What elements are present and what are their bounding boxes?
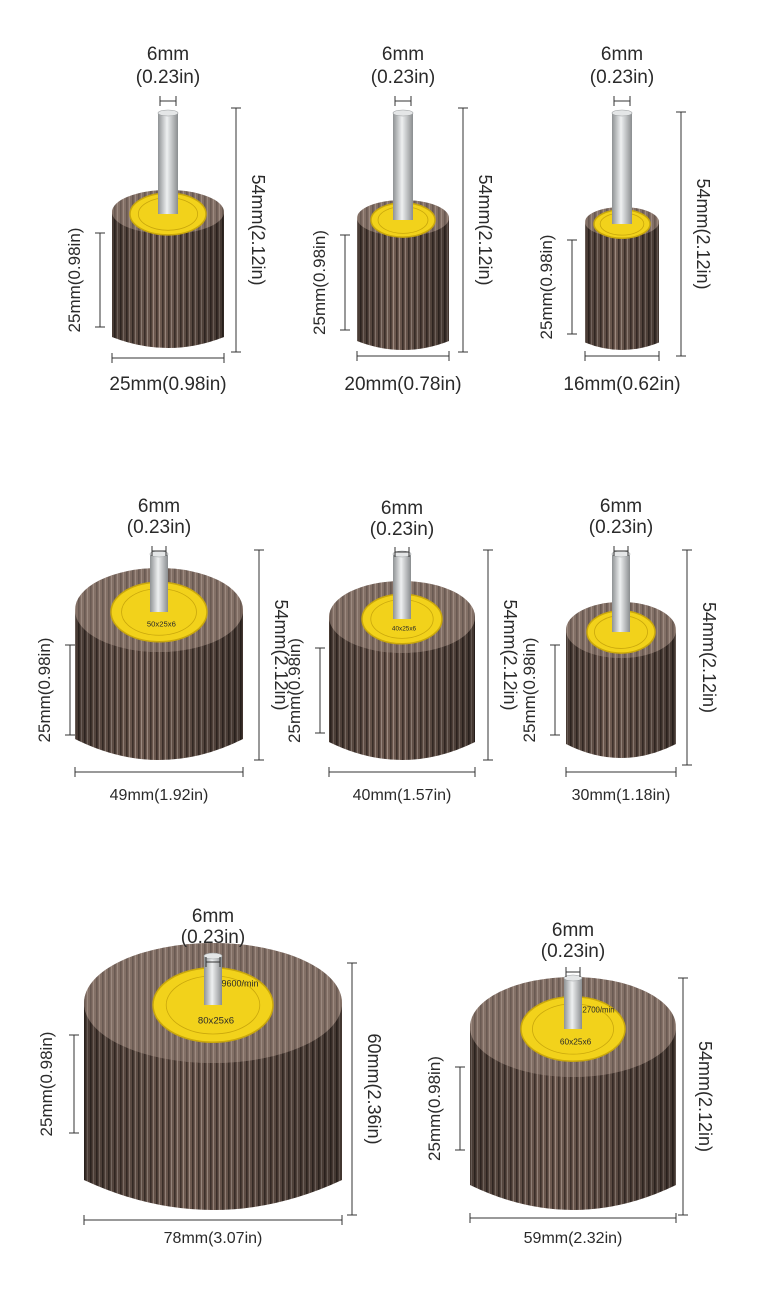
total-length-dimension [678,977,688,1216]
total-length-dimension [231,107,241,353]
shaft-diameter-mm: 6mm [600,496,642,517]
total-length-label: 54mm(2.12in) [248,174,268,285]
shaft-diameter-dimension [159,96,177,106]
steel-shaft [392,109,414,220]
wheel-diameter-dimension [328,767,476,777]
abrasive-flaps [470,977,676,1210]
total-length-label: 54mm(2.12in) [271,599,291,710]
shaft-diameter-dimension [205,957,221,967]
steel-shaft [611,109,633,224]
steel-shaft [149,550,169,612]
shaft-diameter-mm: 6mm [138,496,180,517]
total-length-label: 60mm(2.36in) [364,1033,384,1144]
steel-shaft [392,550,412,619]
flap-height-label: 25mm(0.98in) [65,228,84,333]
flap-height-dimension [550,644,560,736]
wheel-diameter-label: 49mm(1.92in) [110,787,209,804]
shaft-diameter-in: (0.23in) [371,67,435,88]
hub-speed-text: 12700/min [578,1005,614,1014]
wheel-diameter-label: 30mm(1.18in) [572,787,671,804]
shaft-diameter-mm: 6mm [552,920,594,941]
shaft-diameter-in: (0.23in) [127,517,191,538]
flap-height-label: 25mm(0.98in) [35,638,54,743]
flap-height-label: 25mm(0.98in) [285,638,304,743]
flap-height-dimension [69,1034,79,1134]
hub-size-text: 50x25x6 [147,619,176,628]
shaft-diameter-dimension [151,546,167,556]
flap-height-label: 25mm(0.98in) [310,230,329,335]
total-length-label: 54mm(2.12in) [695,1041,715,1152]
wheel-diameter-dimension [74,767,244,777]
wheel-diameter-label: 59mm(2.32in) [524,1230,623,1247]
total-length-label: 54mm(2.12in) [500,599,520,710]
total-length-label: 54mm(2.12in) [699,602,719,713]
total-length-dimension [682,549,692,766]
wheel-diameter-dimension [356,351,450,361]
hub-size-text: 80x25x6 [198,1015,234,1026]
shaft-diameter-dimension [613,96,631,106]
total-length-dimension [254,549,264,761]
total-length-dimension [347,962,357,1216]
flap-height-dimension [567,239,577,335]
flap-height-label: 25mm(0.98in) [520,638,539,743]
flap-height-dimension [95,232,105,328]
steel-shaft [611,550,631,632]
flap-wheel-3: 6mm(0.23in) 16mm(0.62in) 25mm(0.98in) 54mm(… [537,44,713,395]
wheel-diameter-label: 40mm(1.57in) [353,787,452,804]
wheel-diameter-dimension [83,1215,343,1225]
flap-height-label: 25mm(0.98in) [37,1032,56,1137]
flap-wheel-5: 40x25x6 6mm(0.23in) 40mm(1.57in) 25mm(0.98i… [285,498,520,804]
total-length-dimension [676,111,686,357]
flap-wheel-4: 50x25x6 6mm(0.23in) 49mm(1.92in) 25mm(0.98i… [35,496,291,804]
hub-speed-text: 9600/min [221,978,258,988]
shaft-diameter-in: (0.23in) [136,67,200,88]
shaft-diameter-in: (0.23in) [370,519,434,540]
wheel-diameter-label: 78mm(3.07in) [164,1230,263,1247]
total-length-dimension [458,107,468,353]
shaft-diameter-dimension [613,546,629,556]
total-length-dimension [483,549,493,761]
flap-height-dimension [65,644,75,736]
flap-wheel-6: 6mm(0.23in) 30mm(1.18in) 25mm(0.98in) 54mm(… [520,496,719,804]
shaft-diameter-in: (0.23in) [541,941,605,962]
flap-height-dimension [455,1066,465,1151]
flap-wheel-7: 80x25x6 9600/min 6mm(0.23in) 78mm(3.07in) 25… [37,906,384,1247]
shaft-diameter-in: (0.23in) [590,67,654,88]
shaft-diameter-in: (0.23in) [181,927,245,948]
wheel-diameter-label: 20mm(0.78in) [344,374,461,395]
flap-height-label: 25mm(0.98in) [425,1056,444,1161]
flap-height-dimension [340,234,350,331]
steel-shaft [203,952,223,1005]
flap-height-dimension [315,647,325,734]
shaft-diameter-dimension [565,967,581,977]
shaft-diameter-mm: 6mm [147,44,189,65]
shaft-diameter-dimension [394,547,410,557]
shaft-diameter-mm: 6mm [381,498,423,519]
shaft-diameter-dimension [394,96,412,106]
steel-shaft [563,974,583,1029]
shaft-diameter-mm: 6mm [192,906,234,927]
wheel-diameter-dimension [469,1213,677,1223]
shaft-diameter-in: (0.23in) [589,517,653,538]
hub-size-text: 40x25x6 [392,626,417,633]
wheel-diameter-label: 16mm(0.62in) [563,374,680,395]
flap-wheel-1: 6mm(0.23in) 25mm(0.98in) 25mm(0.98in) 54mm(… [65,44,268,395]
flap-wheel-2: 6mm(0.23in) 20mm(0.78in) 25mm(0.98in) 54mm(… [310,44,495,395]
flap-height-label: 25mm(0.98in) [537,235,556,340]
shaft-diameter-mm: 6mm [601,44,643,65]
total-length-label: 54mm(2.12in) [693,178,713,289]
wheel-diameter-dimension [584,351,660,361]
wheel-diameter-label: 25mm(0.98in) [109,374,226,395]
hub-size-text: 60x25x6 [560,1037,592,1047]
wheel-diameter-dimension [565,767,677,777]
flap-wheel-8: 60x25x6 12700/min 6mm(0.23in) 59mm(2.32in) 2… [425,920,715,1247]
wheel-diameter-dimension [111,353,225,363]
shaft-diameter-mm: 6mm [382,44,424,65]
total-length-label: 54mm(2.12in) [475,174,495,285]
steel-shaft [157,109,179,214]
